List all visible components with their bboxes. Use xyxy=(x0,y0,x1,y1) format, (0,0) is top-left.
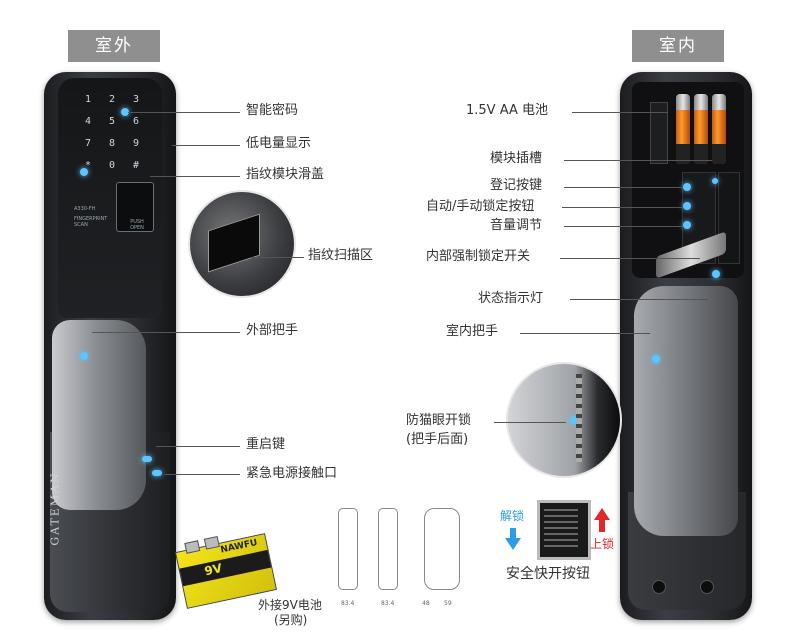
leader-line xyxy=(150,176,240,177)
quick-open-button[interactable] xyxy=(537,500,591,560)
auto-manual-label: 自动/手动锁定按钮 xyxy=(426,199,535,214)
keypad-key[interactable]: 2 xyxy=(108,94,116,105)
anti-peep-label: 防猫眼开锁 xyxy=(406,413,472,428)
keypad-key[interactable]: 5 xyxy=(108,116,116,127)
battery-terminal-icon xyxy=(203,535,220,550)
fingerprint-zoom-circle xyxy=(188,190,296,298)
status-led-icon xyxy=(712,270,720,278)
indoor-tag: 室内 xyxy=(632,30,724,62)
module-slot-led-icon xyxy=(712,178,718,184)
sketch-front xyxy=(338,508,358,590)
volume-button-icon[interactable] xyxy=(683,221,691,229)
battery-9v-sublabel: (另购) xyxy=(274,613,308,627)
force-lock-label: 内部强制锁定开关 xyxy=(426,249,531,264)
aa-battery-label: 1.5V AA 电池 xyxy=(466,103,548,118)
dimension-label: 83.4 xyxy=(341,600,355,607)
smart-password-label: 智能密码 xyxy=(246,103,299,118)
indoor-lock-body xyxy=(620,72,752,620)
anti-peep-marker-icon xyxy=(570,416,578,424)
battery-band xyxy=(179,549,272,587)
leader-line xyxy=(520,333,650,334)
keypad-key[interactable]: 1 xyxy=(84,94,92,105)
leader-line xyxy=(164,474,240,475)
push-open-text: PUSH OPEN xyxy=(130,219,144,231)
leader-line xyxy=(564,226,682,227)
emergency-contact-label: 紧急电源接触口 xyxy=(246,466,338,481)
lock-label: 上锁 xyxy=(590,537,615,551)
keypad-key[interactable]: 6 xyxy=(132,116,140,127)
password-led-icon xyxy=(121,108,129,116)
inner-handle-shape[interactable] xyxy=(634,286,738,536)
inner-handle-marker-icon xyxy=(652,355,660,363)
fingerprint-cover-label: 指纹模块滑盖 xyxy=(246,167,325,182)
keypad-key[interactable]: 8 xyxy=(108,138,116,149)
leader-line xyxy=(562,207,682,208)
leader-line xyxy=(560,258,700,259)
leader-line xyxy=(156,446,240,447)
anti-peep-zoom-circle xyxy=(506,362,622,478)
dimension-label: 48 xyxy=(422,600,430,607)
keypad-key[interactable]: 9 xyxy=(132,138,140,149)
leader-line xyxy=(128,112,240,113)
status-led-label: 状态指示灯 xyxy=(478,291,544,306)
anti-peep-slider[interactable] xyxy=(576,374,582,462)
leader-line xyxy=(570,299,708,300)
emergency-contact-icon[interactable] xyxy=(152,470,162,476)
screw-hole-icon xyxy=(652,580,666,594)
fingerprint-scan-text: FINGERPRINT SCAN xyxy=(74,216,108,228)
reset-key-label: 重启键 xyxy=(246,437,286,452)
outer-handle-shape[interactable] xyxy=(52,320,146,510)
low-battery-led-icon xyxy=(80,168,88,176)
outer-handle-label: 外部把手 xyxy=(246,323,299,338)
battery-holder-slot xyxy=(650,102,668,164)
keypad-key[interactable]: 3 xyxy=(132,94,140,105)
keypad-key[interactable]: * xyxy=(84,160,92,171)
fingerprint-cover[interactable]: PUSH OPEN xyxy=(116,182,154,232)
lock-arrow-head-icon xyxy=(594,508,610,520)
battery-terminal-icon xyxy=(184,540,201,554)
lock-arrow-icon xyxy=(599,520,605,532)
dimension-label: 83.4 xyxy=(381,600,395,607)
leader-line xyxy=(252,257,304,258)
anti-peep-sublabel: (把手后面) xyxy=(406,432,469,447)
auto-manual-button-icon[interactable] xyxy=(683,202,691,210)
brand-logo: GATEMAN xyxy=(48,471,62,546)
outdoor-tag: 室外 xyxy=(68,30,160,62)
volume-label: 音量调节 xyxy=(490,218,543,233)
leader-line xyxy=(564,160,712,161)
model-text: A330-FH xyxy=(74,206,96,212)
outer-handle-marker-icon xyxy=(80,352,88,360)
screw-hole-icon xyxy=(700,580,714,594)
low-battery-label: 低电量显示 xyxy=(246,136,312,151)
aa-battery-image xyxy=(712,94,726,164)
unlock-arrow-icon xyxy=(510,528,516,540)
module-slot-label: 模块插槽 xyxy=(490,151,543,166)
keypad-key[interactable]: # xyxy=(132,160,140,171)
outdoor-lock-body: 1 2 3 4 5 6 7 8 9 * 0 # A330-FH FINGERPR… xyxy=(44,72,176,620)
register-key-icon[interactable] xyxy=(683,183,691,191)
leader-line xyxy=(494,422,566,423)
battery-9v-label: 外接9V电池 xyxy=(258,598,322,612)
leader-line xyxy=(572,112,668,113)
keypad-key[interactable]: 4 xyxy=(84,116,92,127)
leader-line xyxy=(92,332,240,333)
register-key-label: 登记按键 xyxy=(490,178,543,193)
dimension-label: 59 xyxy=(444,600,452,607)
quick-open-caption: 安全快开按钮 xyxy=(506,566,590,582)
fingerprint-slot xyxy=(208,213,260,273)
aa-battery-image xyxy=(694,94,708,164)
sketch-side xyxy=(424,508,460,590)
keypad-key[interactable]: 0 xyxy=(108,160,116,171)
fingerprint-scan-label: 指纹扫描区 xyxy=(308,248,374,263)
sketch-back xyxy=(378,508,398,590)
keypad-panel: 1 2 3 4 5 6 7 8 9 * 0 # A330-FH FINGERPR… xyxy=(58,78,162,318)
leader-line xyxy=(564,187,682,188)
unlock-arrow-head-icon xyxy=(505,538,521,550)
aa-battery-image xyxy=(676,94,690,164)
unlock-label: 解锁 xyxy=(500,509,525,523)
inner-handle-label: 室内把手 xyxy=(446,324,499,339)
reset-key-icon[interactable] xyxy=(142,456,152,462)
leader-line xyxy=(172,145,240,146)
keypad-key[interactable]: 7 xyxy=(84,138,92,149)
